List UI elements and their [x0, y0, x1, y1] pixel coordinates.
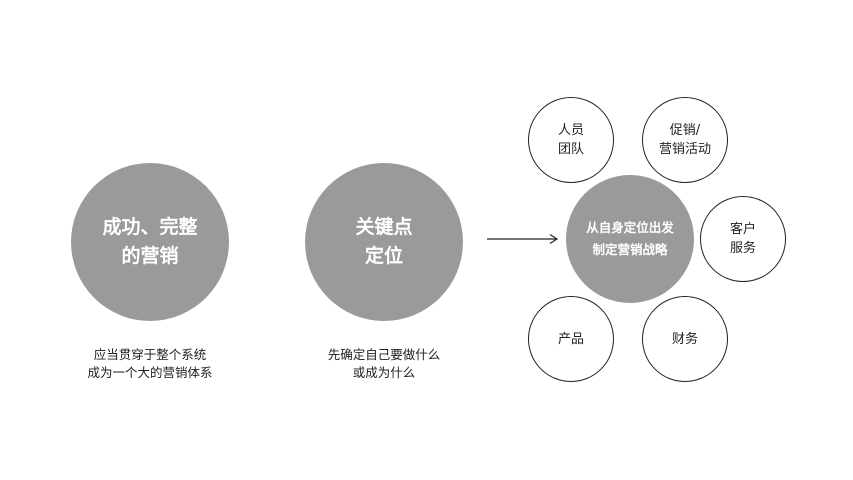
factor-customer-service-line-2: 服务 — [729, 241, 756, 256]
key-positioning-caption: 先确定自己要做什么 或成为什么 — [305, 346, 463, 382]
factor-customer-service-node: 客户 服务 — [700, 196, 786, 282]
complete-marketing-line-2: 的营销 — [121, 245, 179, 267]
factor-team-line-1: 人员 — [557, 123, 584, 138]
complete-marketing-caption-line-1: 应当贯穿于整个系统 — [93, 347, 207, 362]
factor-product-label: 产品 — [557, 331, 584, 347]
factor-promotion-line-1: 促销/ — [669, 123, 701, 138]
factor-team-line-2: 团队 — [557, 142, 584, 157]
factor-team-node: 人员 团队 — [528, 97, 614, 183]
strategy-line-1: 从自身定位出发 — [586, 220, 674, 235]
complete-marketing-node: 成功、完整 的营销 — [71, 163, 229, 321]
strategy-node: 从自身定位出发 制定营销战略 — [566, 175, 694, 303]
complete-marketing-caption: 应当贯穿于整个系统 成为一个大的营销体系 — [71, 346, 229, 382]
factor-promotion-node: 促销/ 营销活动 — [642, 97, 728, 183]
key-positioning-caption-line-2: 或成为什么 — [352, 365, 416, 380]
complete-marketing-caption-line-2: 成为一个大的营销体系 — [87, 365, 213, 380]
key-positioning-line-1: 关键点 — [355, 216, 413, 238]
key-positioning-node: 关键点 定位 — [305, 163, 463, 321]
key-positioning-line-2: 定位 — [364, 245, 403, 267]
factor-customer-service-line-1: 客户 — [729, 222, 756, 237]
arrow-right-icon — [487, 233, 559, 245]
factor-promotion-line-2: 营销活动 — [658, 142, 711, 157]
factor-finance-node: 财务 — [642, 296, 728, 382]
complete-marketing-line-1: 成功、完整 — [102, 216, 198, 238]
key-positioning-caption-line-1: 先确定自己要做什么 — [327, 347, 441, 362]
strategy-line-2: 制定营销战略 — [592, 242, 668, 257]
factor-finance-label: 财务 — [671, 331, 698, 347]
factor-product-node: 产品 — [528, 296, 614, 382]
